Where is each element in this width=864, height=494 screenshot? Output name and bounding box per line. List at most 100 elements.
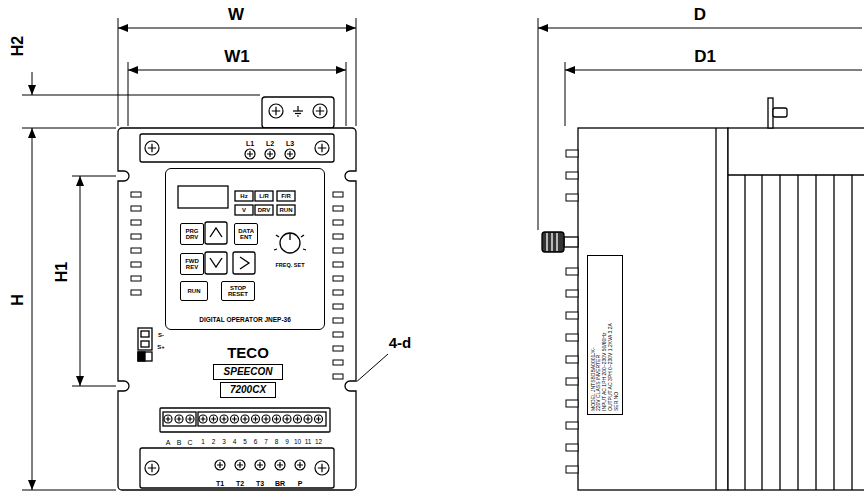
screw	[148, 464, 156, 472]
inverter-front-view	[138, 328, 152, 350]
vent-slot	[333, 206, 343, 211]
inverter-front-view	[160, 408, 330, 432]
inverter-side-view	[715, 128, 716, 490]
dimension-line	[538, 18, 539, 230]
terminal-number: 5	[242, 439, 248, 446]
brand-logo: TECO	[226, 345, 270, 360]
key-button: FWD REV	[180, 253, 204, 275]
cooling-tab	[566, 356, 578, 363]
inverter-side-view	[546, 233, 547, 251]
screw	[166, 417, 171, 422]
terminal-number: 10	[293, 439, 302, 446]
screw	[315, 415, 323, 423]
terminal-label: L1	[245, 140, 255, 147]
inverter-side-view	[773, 108, 787, 117]
vent-slot	[333, 318, 343, 323]
inverter-side-view	[728, 128, 864, 490]
screw	[255, 460, 265, 470]
screw	[313, 104, 327, 118]
screw	[220, 415, 228, 423]
inverter-front-view	[210, 228, 222, 237]
screw	[274, 417, 279, 422]
inverter-side-view	[551, 233, 552, 251]
inverter-front-view	[255, 191, 273, 201]
terminal-label: A	[165, 439, 172, 446]
screw	[231, 415, 239, 423]
inverter-front-view	[205, 222, 227, 244]
cooling-tab	[566, 422, 578, 429]
screw	[318, 464, 326, 472]
dimension-line	[80, 176, 81, 386]
vent-slot	[131, 262, 141, 267]
inverter-front-view	[277, 205, 295, 215]
screw	[285, 149, 295, 159]
node-text: STOP RESET	[228, 285, 248, 298]
knob-label: FREQ. SET	[274, 263, 305, 269]
ground-symbol	[297, 115, 299, 116]
terminal-number: 11	[304, 439, 313, 446]
inverter-front-view	[345, 171, 356, 181]
screw	[222, 417, 227, 422]
indicator-label: DRV	[257, 207, 272, 213]
inverter-front-view	[205, 252, 227, 274]
dimension-line	[118, 18, 119, 126]
terminal-number: 7	[263, 439, 269, 446]
terminal-number: 6	[253, 439, 259, 446]
screw	[252, 415, 260, 423]
screw	[232, 417, 237, 422]
inverter-front-view	[116, 97, 358, 490]
ground-symbol	[295, 113, 301, 114]
cooling-tab	[566, 378, 578, 385]
screw	[265, 149, 275, 159]
screw	[318, 144, 326, 152]
ground-symbol	[293, 106, 303, 116]
dimension-label: 4-d	[388, 335, 413, 350]
inverter-side-view	[779, 175, 780, 490]
cooling-tab	[566, 466, 578, 473]
screw	[264, 417, 269, 422]
inverter-front-view	[262, 97, 334, 128]
inverter-side-view	[542, 232, 564, 252]
inverter-side-view	[556, 233, 557, 251]
screw	[304, 415, 312, 423]
vent-slot	[333, 220, 343, 225]
screw	[295, 460, 305, 470]
ground-symbol	[297, 106, 298, 111]
dimension-line	[356, 18, 357, 126]
terminal-number: 3	[221, 439, 227, 446]
screw	[277, 462, 283, 468]
indicator-label: Hz	[239, 193, 248, 199]
dimension-line	[22, 128, 116, 129]
vent-slot	[333, 304, 343, 309]
screw	[273, 415, 281, 423]
node-text: FWD REV	[185, 258, 199, 271]
screw	[145, 104, 329, 475]
inverter-side-view	[542, 98, 864, 490]
cooling-tab	[566, 312, 578, 319]
terminal-number: 12	[314, 439, 323, 446]
vent-slot	[131, 234, 141, 239]
inverter-side-view	[833, 175, 834, 490]
inverter-side-view	[744, 175, 745, 490]
screw	[188, 417, 193, 422]
rating-text: OUTPUT AC 3PH 0~230V 1.2KVA 3.2A	[608, 259, 614, 411]
terminal-label: BR	[274, 480, 286, 487]
screw	[262, 415, 270, 423]
terminal-label: P	[297, 480, 304, 487]
key-button: RUN	[180, 281, 208, 301]
terminal-label: C	[186, 439, 193, 446]
cooling-tab	[566, 150, 578, 157]
dimension-label: D	[693, 6, 707, 23]
vent-slot	[333, 332, 343, 337]
screw	[272, 107, 280, 115]
screw	[315, 461, 329, 475]
ground-symbol	[293, 110, 303, 111]
screw	[315, 461, 329, 475]
key-button: STOP RESET	[221, 281, 255, 301]
vent-slot	[131, 220, 141, 225]
screw	[217, 462, 223, 468]
inverter-front-view	[178, 186, 228, 208]
inverter-side-view	[851, 175, 852, 490]
node-text: SPEECON	[224, 367, 273, 377]
